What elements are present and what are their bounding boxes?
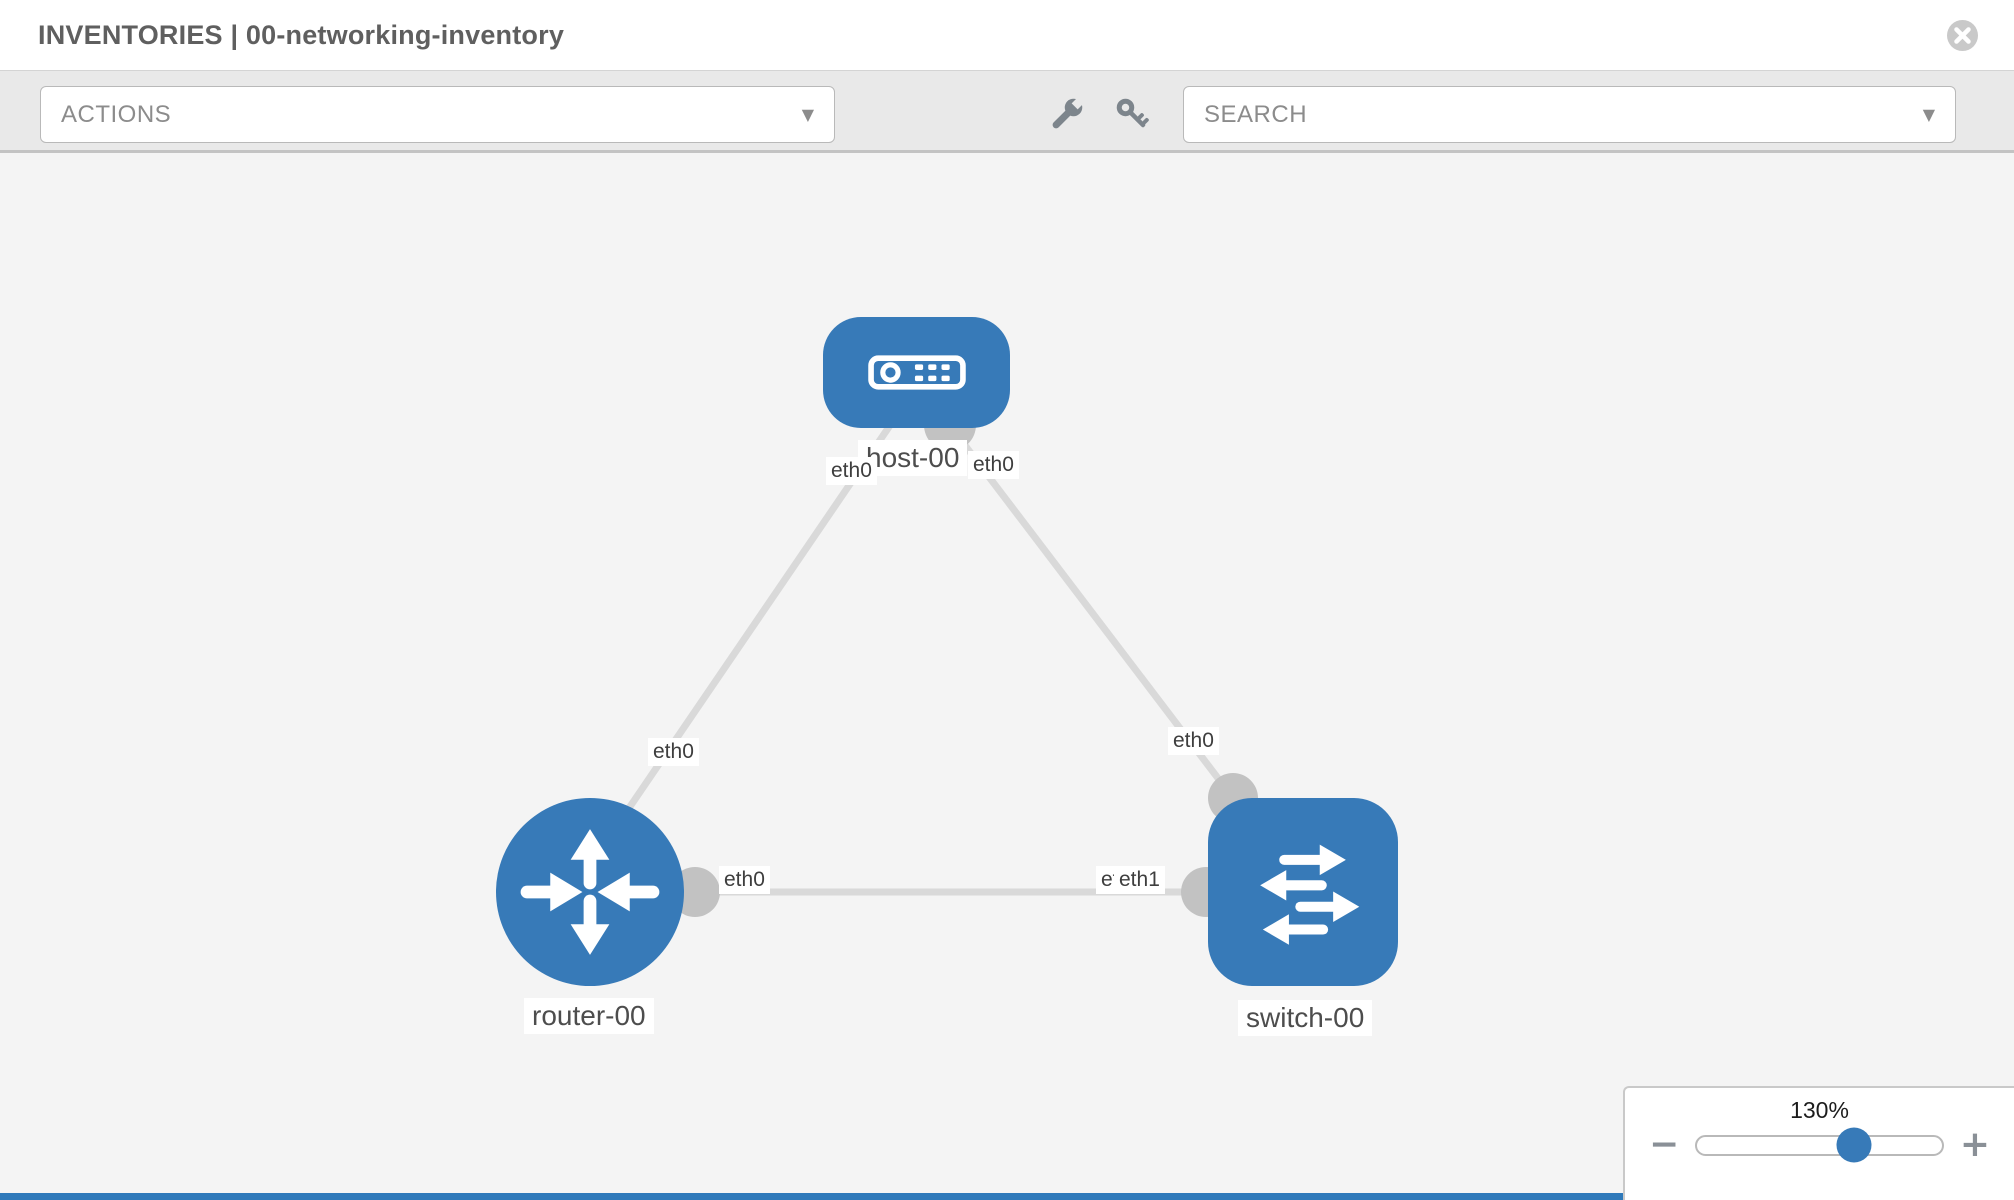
wrench-icon xyxy=(1052,96,1085,129)
iface-label: eth0 xyxy=(1168,727,1219,755)
zoom-controls-row: − + xyxy=(1625,1124,2014,1165)
node-router[interactable] xyxy=(496,798,684,986)
iface-label: eth0 xyxy=(826,457,877,485)
topology-canvas: host-00 router-00 switch-00 eth0 eth0 et… xyxy=(0,153,2014,1200)
iface-label: eth1 xyxy=(1114,866,1165,894)
zoom-slider[interactable] xyxy=(1695,1127,1944,1163)
node-switch[interactable] xyxy=(1208,798,1398,986)
chevron-down-icon: ▼ xyxy=(801,105,814,124)
iface-label: eth0 xyxy=(719,866,770,894)
zoom-in-button[interactable]: + xyxy=(1959,1124,1990,1165)
zoom-panel: 130% − + xyxy=(1623,1086,2014,1200)
page-title: INVENTORIES | 00-networking-inventory xyxy=(38,20,565,50)
key-icon xyxy=(1116,98,1149,128)
iface-label: eth0 xyxy=(968,451,1019,479)
search-dropdown[interactable]: SEARCH ▼ xyxy=(1183,86,1956,143)
node-label-router: router-00 xyxy=(524,998,654,1034)
credentials-button[interactable] xyxy=(1111,93,1155,137)
host-icon xyxy=(867,355,966,390)
actions-dropdown-label: ACTIONS xyxy=(61,100,172,128)
bottom-accent-bar xyxy=(0,1193,1623,1200)
iface-label: eth0 xyxy=(648,738,699,766)
links-layer xyxy=(609,419,1236,896)
close-button[interactable] xyxy=(1947,20,1978,51)
chevron-down-icon: ▼ xyxy=(1922,105,1935,124)
zoom-slider-knob[interactable] xyxy=(1836,1127,1872,1163)
zoom-out-button[interactable]: − xyxy=(1649,1124,1680,1165)
node-label-switch: switch-00 xyxy=(1238,1000,1373,1036)
node-host[interactable] xyxy=(823,317,1010,428)
toolbar: ACTIONS ▼ SEARCH ▼ xyxy=(0,70,2014,153)
actions-dropdown[interactable]: ACTIONS ▼ xyxy=(40,86,835,143)
router-icon xyxy=(520,829,660,955)
close-icon xyxy=(1954,27,1971,44)
configure-button[interactable] xyxy=(1044,93,1088,137)
switch-icon xyxy=(1260,844,1360,945)
zoom-level-value: 130% xyxy=(1790,1097,1849,1123)
search-dropdown-label: SEARCH xyxy=(1204,100,1308,128)
header-bar: INVENTORIES | 00-networking-inventory xyxy=(0,0,2014,70)
